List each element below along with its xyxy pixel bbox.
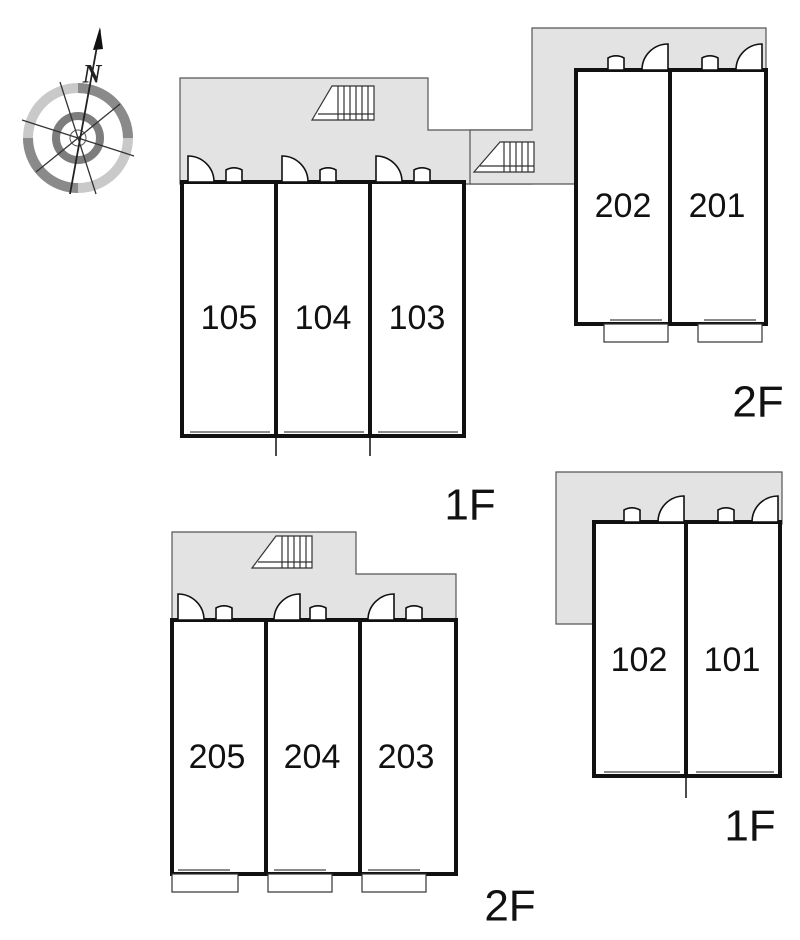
- building-block-2f-205-203: 205 204 203 2F: [170, 531, 536, 931]
- room-number: 102: [611, 641, 668, 679]
- staircase: [250, 535, 313, 569]
- floor-label: 1F: [444, 481, 495, 530]
- floor-label: 1F: [724, 802, 775, 851]
- room-number: 204: [284, 738, 341, 776]
- room-205: [170, 618, 268, 876]
- floor-label: 2F: [484, 882, 535, 931]
- staircase: [310, 85, 375, 121]
- compass-icon: N: [21, 27, 135, 195]
- door-icon: [187, 155, 215, 183]
- room-101: [684, 520, 782, 778]
- door-icon: [735, 43, 763, 71]
- room-202: [574, 68, 672, 326]
- door-icon: [309, 605, 327, 621]
- room-number: 103: [389, 299, 446, 337]
- door-icon: [751, 495, 779, 523]
- door-icon: [177, 593, 205, 621]
- balcony: [171, 873, 239, 893]
- room-number: 104: [295, 299, 352, 337]
- door-icon: [319, 167, 337, 183]
- room-number: 203: [378, 738, 435, 776]
- door-icon: [225, 167, 243, 183]
- room-number: 202: [595, 187, 652, 225]
- balcony: [603, 323, 669, 343]
- door-icon: [281, 155, 309, 183]
- door-icon: [607, 55, 625, 71]
- door-icon: [717, 507, 735, 523]
- building-block-1f-105-103: 105 104 103 1F: [179, 77, 533, 530]
- room-number: 101: [704, 641, 761, 679]
- north-label: N: [82, 60, 103, 89]
- door-icon: [405, 605, 423, 621]
- door-icon: [413, 167, 431, 183]
- balcony: [267, 873, 333, 893]
- door-icon: [273, 593, 301, 621]
- room-204: [264, 618, 362, 876]
- balcony: [361, 873, 427, 893]
- building-block-1f-102-101: 102 101 1F: [555, 471, 783, 851]
- building-block-2f-202-201: 202 201 2F: [469, 27, 784, 427]
- staircase: [472, 141, 535, 173]
- room-102: [592, 520, 688, 778]
- room-number: 201: [689, 187, 746, 225]
- floor-label: 2F: [732, 378, 783, 427]
- balcony: [697, 323, 763, 343]
- door-icon: [657, 495, 685, 523]
- door-icon: [701, 55, 719, 71]
- door-icon: [623, 507, 641, 523]
- room-number: 205: [189, 738, 246, 776]
- door-icon: [215, 605, 233, 621]
- door-icon: [367, 593, 395, 621]
- room-103: [368, 180, 466, 438]
- room-number: 105: [201, 299, 258, 337]
- door-icon: [641, 43, 669, 71]
- door-icon: [375, 155, 403, 183]
